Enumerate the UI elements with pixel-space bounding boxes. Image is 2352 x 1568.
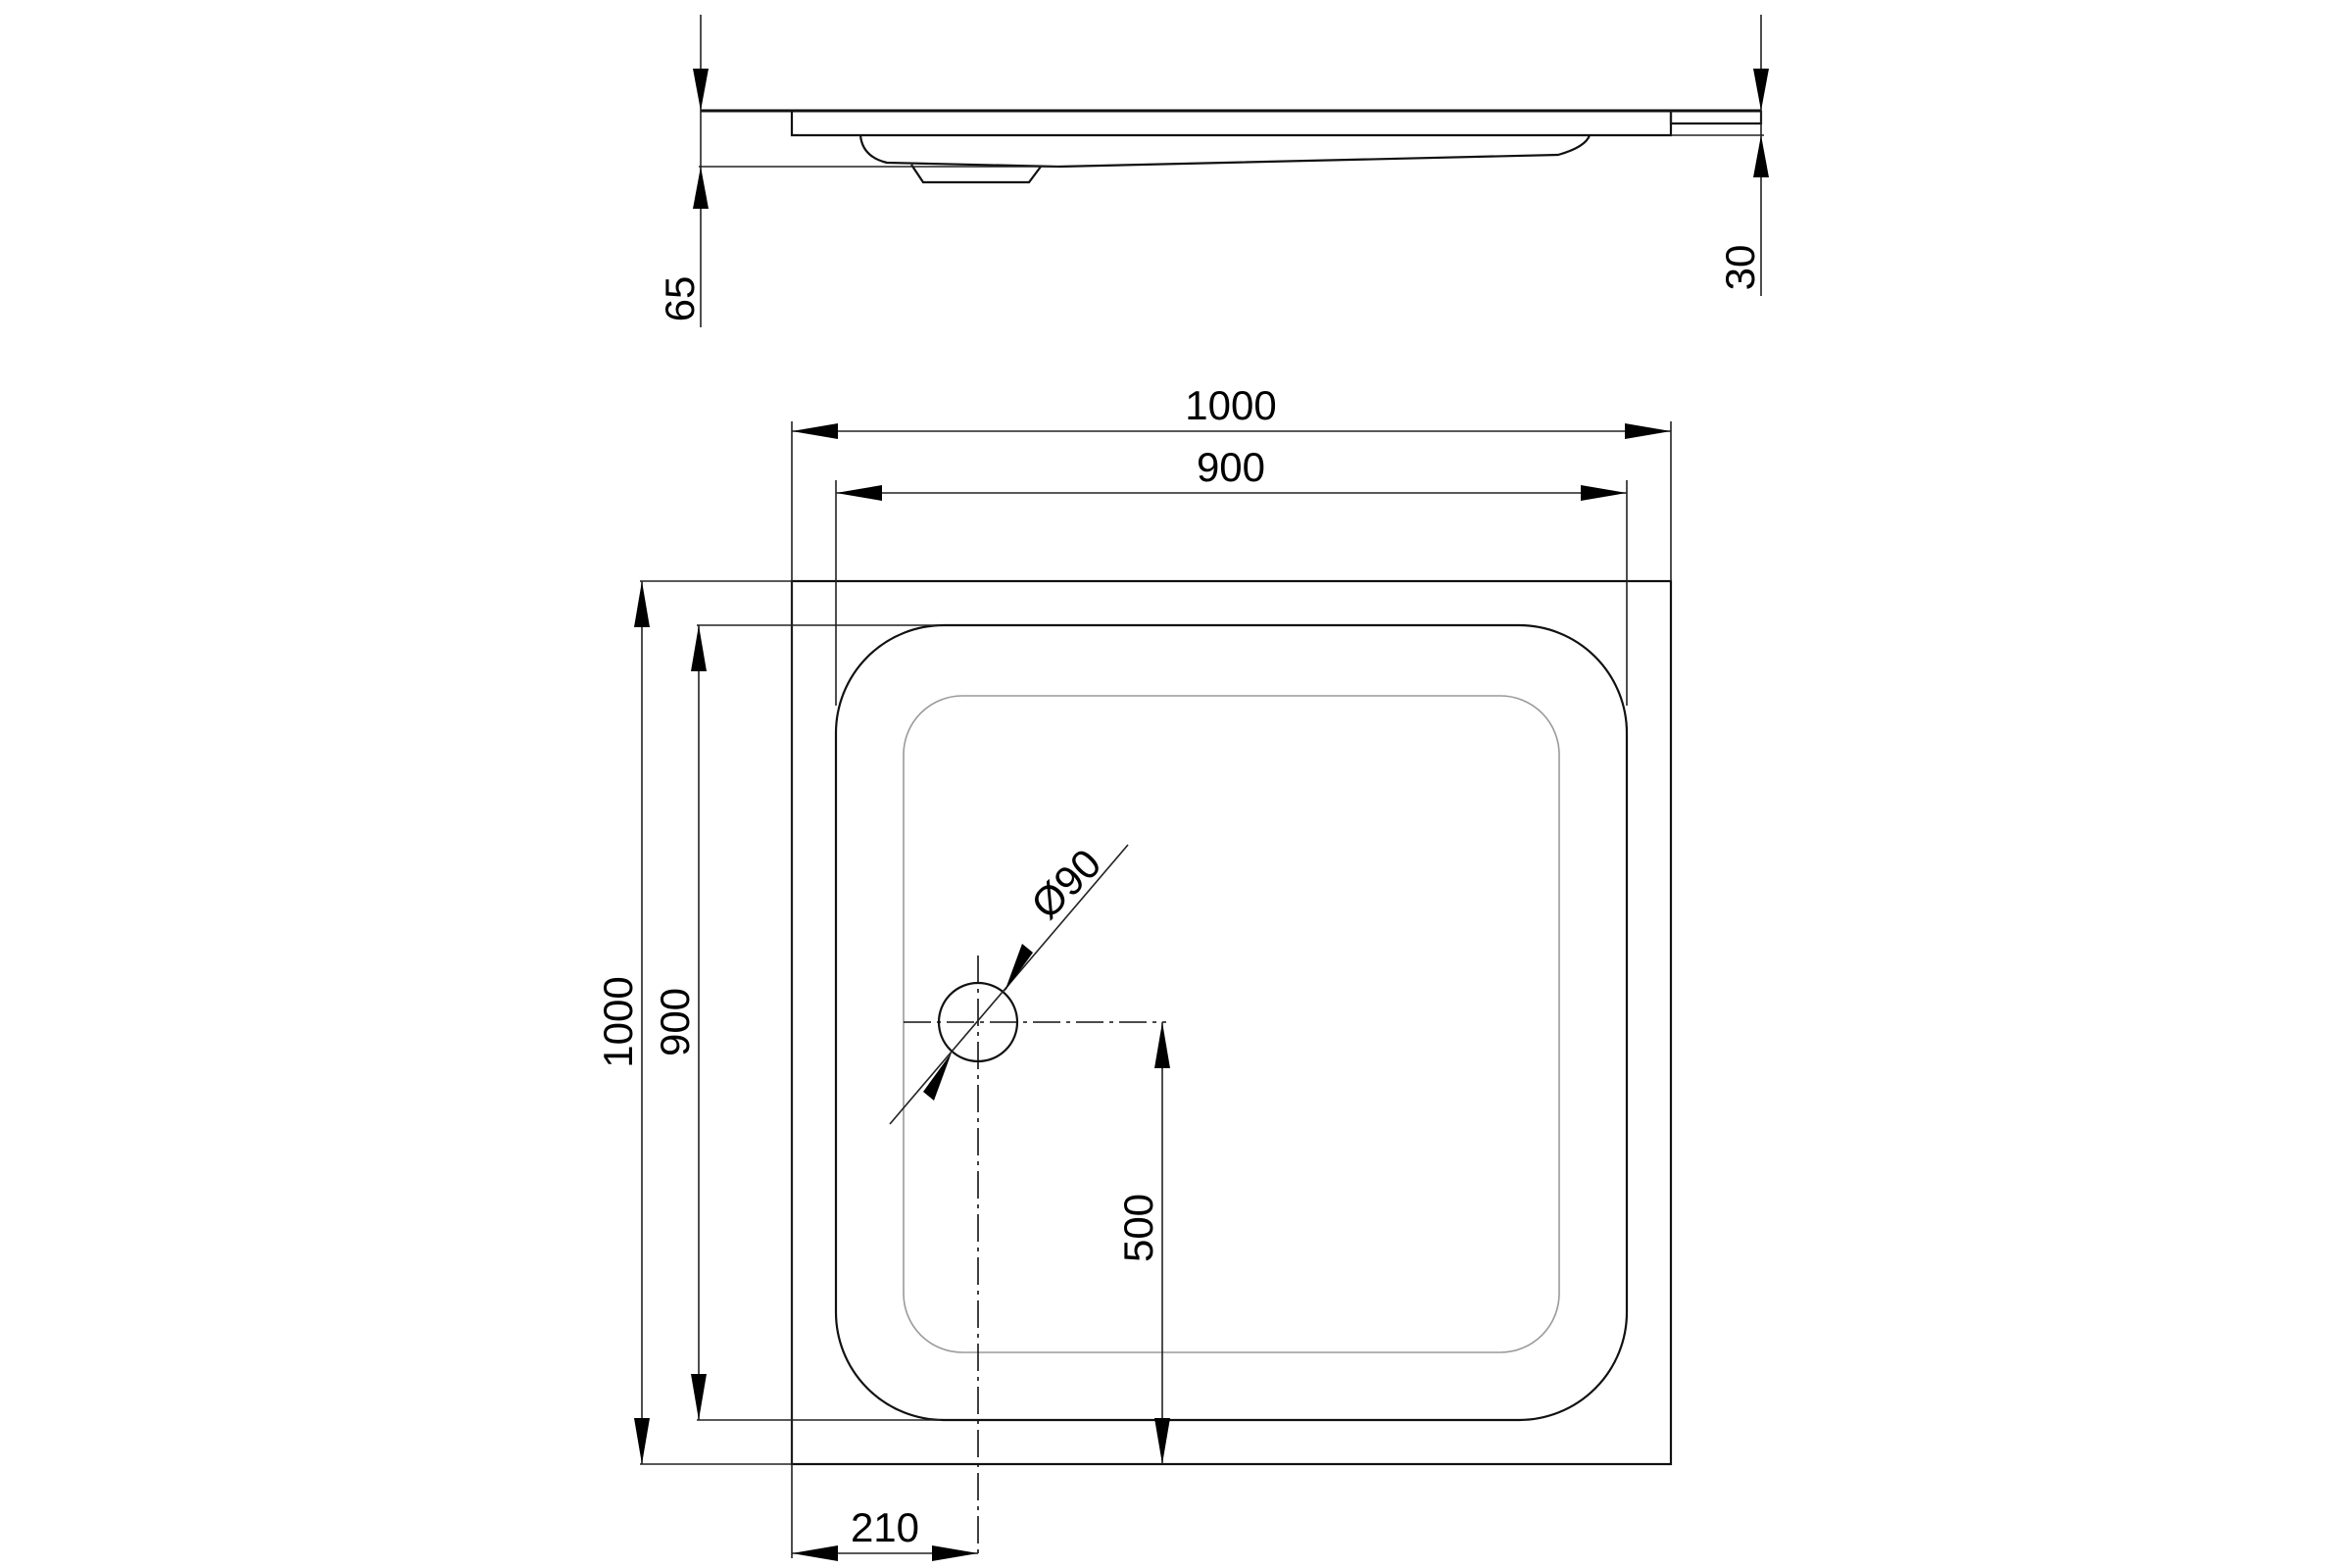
dim-900-depth-arrow-top	[691, 625, 707, 671]
dim-30-arrow-bottom	[1753, 135, 1769, 177]
dim-1000-width-arrow-left	[792, 423, 838, 439]
dim-900-width-arrow-left	[836, 485, 882, 501]
drain-diameter-label: Ø90	[1022, 840, 1109, 927]
dim-210-label: 210	[851, 1504, 919, 1550]
side-view-drain	[910, 164, 1042, 184]
dim-210-arrow-left	[792, 1545, 838, 1561]
side-view-right-lip	[1669, 111, 1763, 125]
dim-500-arrow-bottom	[1154, 1418, 1170, 1464]
dim-900-depth-arrow-bottom	[691, 1374, 707, 1420]
side-view-rim-left	[790, 111, 1673, 137]
side-view: 65 30	[657, 15, 1769, 327]
dim-500-arrow-top	[1154, 1022, 1170, 1068]
dim-1000-depth-label: 1000	[595, 976, 641, 1067]
dim-500-label: 500	[1115, 1194, 1161, 1262]
dim-1000-width-arrow-right	[1625, 423, 1671, 439]
plan-basin-floor	[903, 695, 1560, 1353]
dim-900-depth-label: 900	[652, 988, 698, 1056]
dim-30-arrow-top	[1753, 69, 1769, 111]
dim-900-width-arrow-right	[1581, 485, 1627, 501]
dim-65-arrow-bottom	[693, 167, 709, 209]
dim-65-arrow-top	[693, 69, 709, 111]
drain-diameter-arrow-lower	[923, 1053, 952, 1101]
dim-65-label: 65	[657, 276, 703, 322]
plan-inner-basin	[834, 623, 1629, 1422]
dim-900-width-label: 900	[1197, 444, 1265, 490]
drain-diameter-arrow-upper	[1004, 944, 1033, 992]
dim-210-arrow-right	[932, 1545, 978, 1561]
dim-30-label: 30	[1717, 245, 1763, 291]
dim-1000-depth-arrow-top	[634, 581, 650, 627]
dim-1000-depth-arrow-bottom	[634, 1418, 650, 1464]
side-view-basin	[858, 134, 1592, 169]
plan-view: 1000 900 1000 900 Ø90 500 210	[595, 382, 1673, 1561]
dim-1000-width-label: 1000	[1185, 382, 1276, 428]
